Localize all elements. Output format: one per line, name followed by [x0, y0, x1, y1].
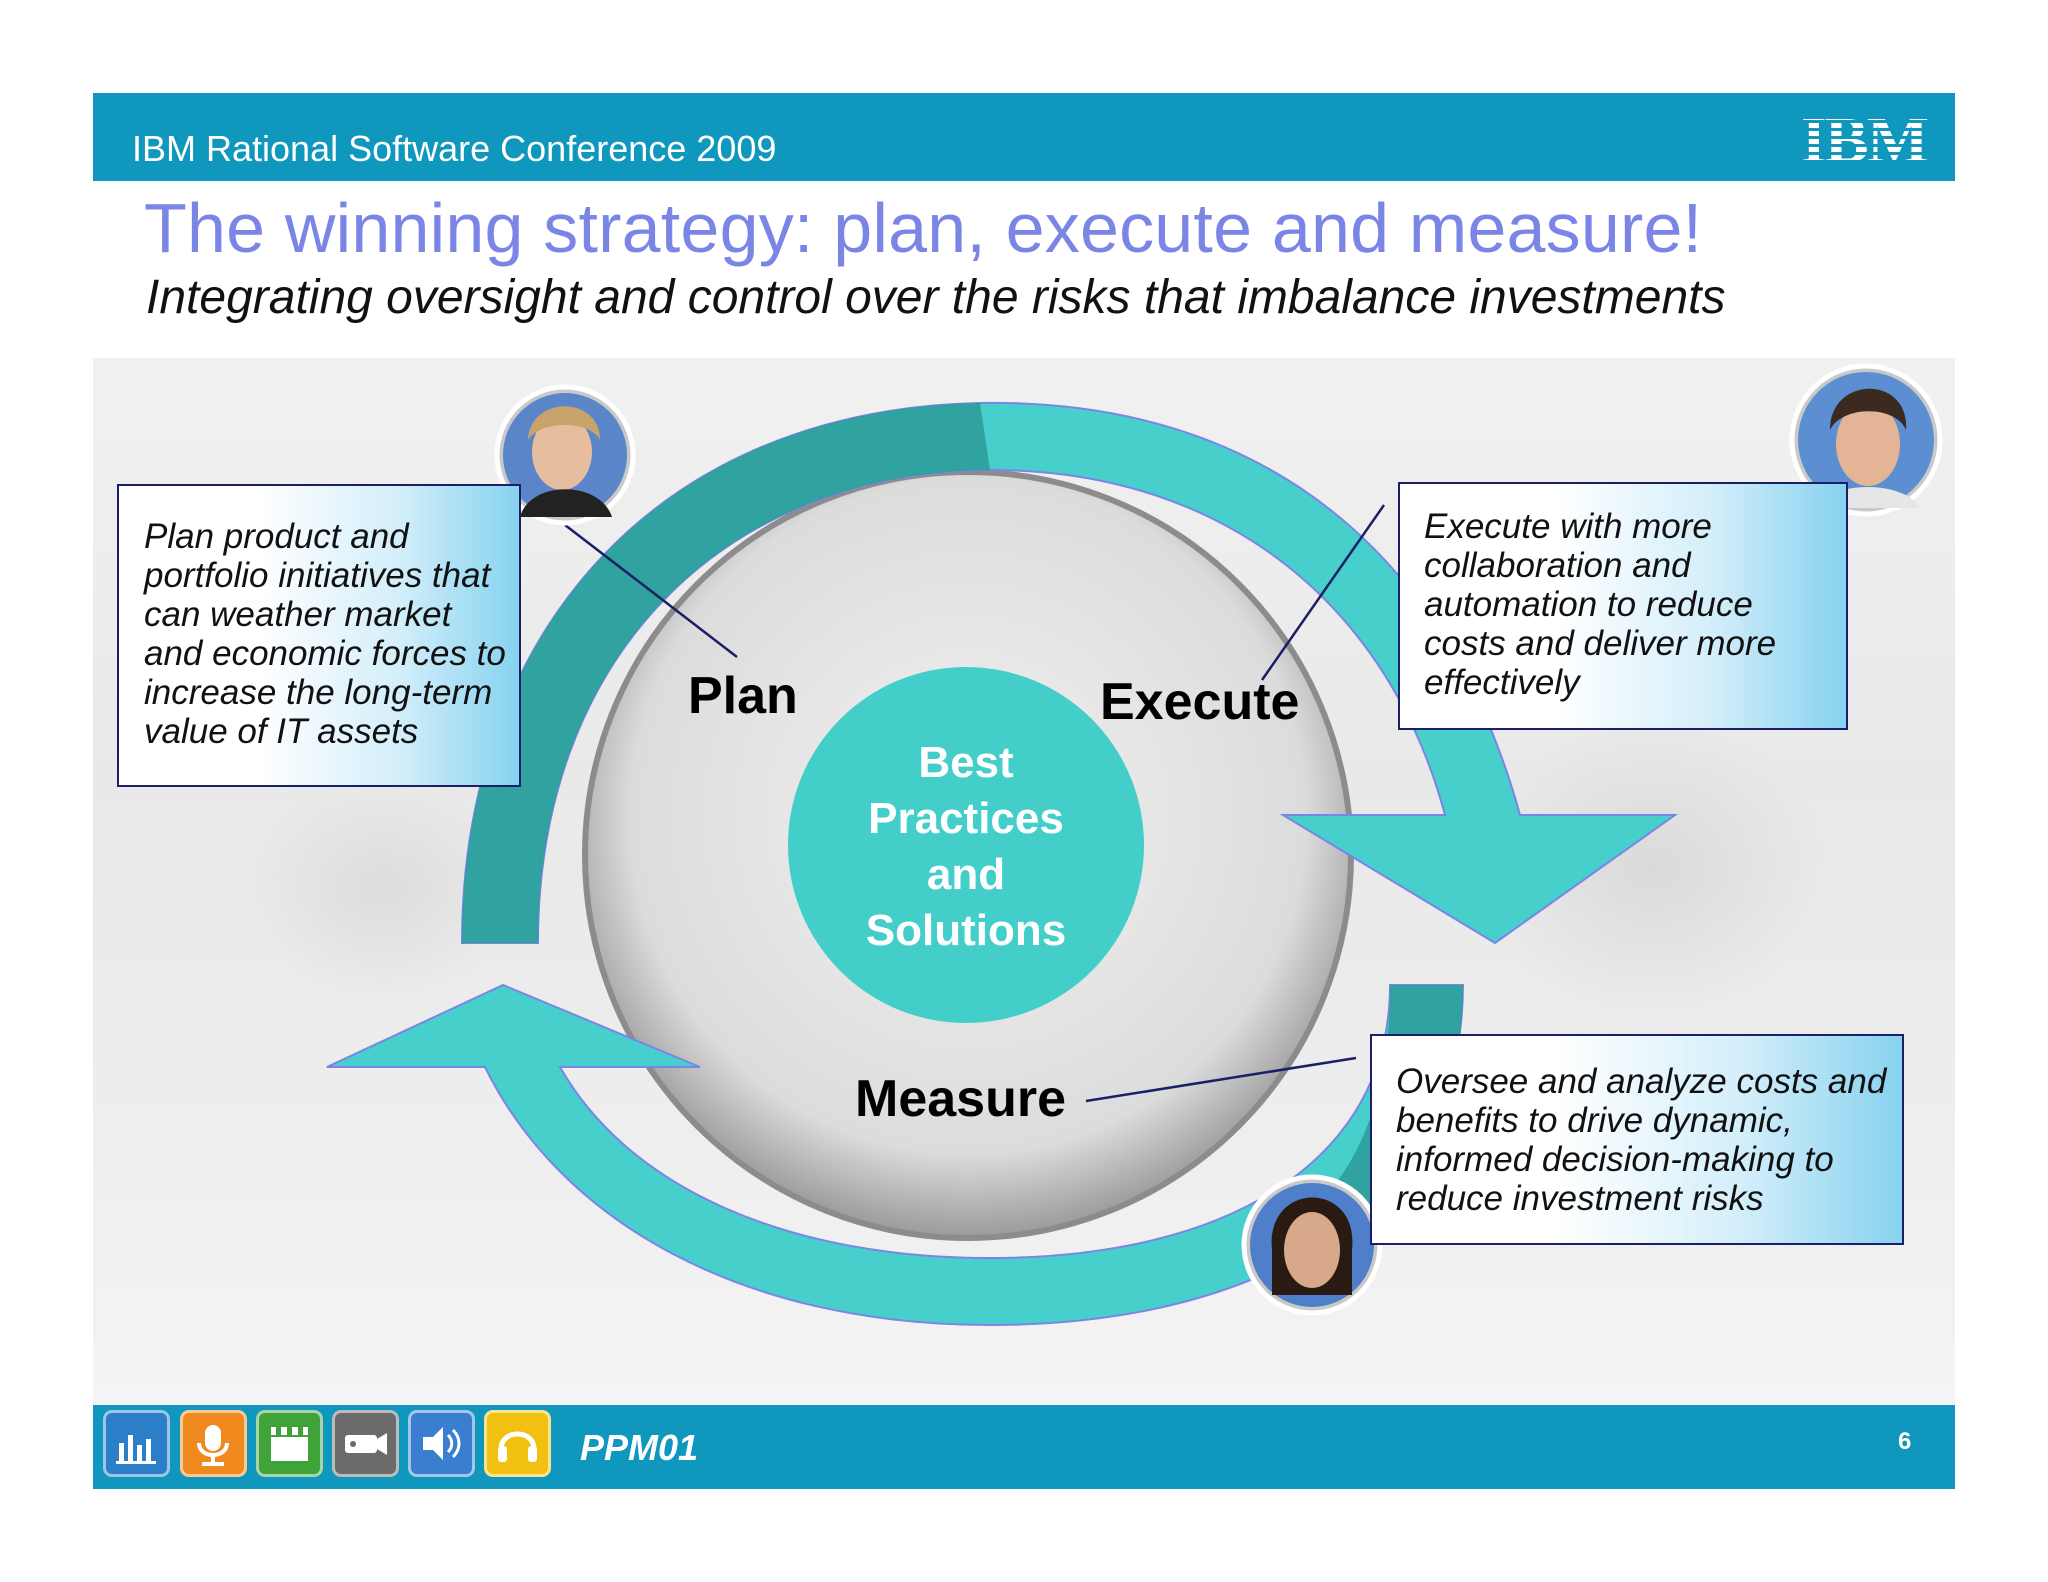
plan-callout-line-5: increase the long-term	[144, 673, 493, 712]
phase-plan: Plan	[688, 667, 798, 725]
center-line-2: Practices	[868, 794, 1064, 843]
center-label: Best Practices and Solutions	[846, 735, 1086, 959]
page-title: The winning strategy: plan, execute and …	[144, 189, 1703, 267]
measure-callout-line-1: Oversee and analyze costs and	[1396, 1062, 1887, 1101]
execute-connector	[1260, 504, 1386, 681]
measure-callout	[1370, 1034, 1904, 1245]
conference-name: IBM Rational Software Conference 2009	[132, 128, 777, 169]
measure-callout-line-4: reduce investment risks	[1396, 1179, 1764, 1218]
chart-icon[interactable]	[103, 1410, 170, 1477]
ibm-logo: IBM	[1801, 107, 1930, 167]
execute-callout-line-2: collaboration and	[1424, 546, 1691, 585]
podcast-icon[interactable]	[180, 1410, 247, 1477]
plan-callout-line-6: value of IT assets	[144, 712, 419, 751]
center-line-4: Solutions	[865, 906, 1067, 955]
execute-callout-line-3: automation to reduce	[1424, 585, 1753, 624]
plan-connector	[564, 524, 738, 658]
center-circle	[788, 667, 1144, 1023]
execute-callout	[1398, 482, 1848, 730]
phase-execute: Execute	[1100, 673, 1300, 731]
phase-measure: Measure	[855, 1070, 1066, 1128]
measure-callout-line-2: benefits to drive dynamic,	[1396, 1101, 1793, 1140]
svg-text:IBM: IBM	[1801, 107, 1928, 167]
plan-callout	[117, 484, 521, 787]
speaker-icon[interactable]	[408, 1410, 475, 1477]
measure-callout-line-3: informed decision-making to	[1396, 1140, 1834, 1179]
execute-callout-line-1: Execute with more	[1424, 507, 1712, 546]
video-clapper-icon[interactable]	[256, 1410, 323, 1477]
execute-callout-line-4: costs and deliver more	[1424, 624, 1777, 663]
page-subtitle: Integrating oversight and control over t…	[146, 271, 1726, 324]
camera-icon[interactable]	[332, 1410, 399, 1477]
cycle-arrow-bottom	[326, 983, 1465, 1327]
plan-callout-line-3: can weather market	[144, 595, 452, 634]
avatar-plan	[494, 384, 636, 526]
avatar-execute	[1789, 363, 1943, 517]
center-line-1: Best	[918, 738, 1014, 787]
header-bar	[93, 93, 1955, 181]
plan-callout-line-1: Plan product and	[144, 517, 409, 556]
execute-callout-line-5: effectively	[1424, 663, 1580, 702]
avatar-measure	[1241, 1174, 1383, 1316]
session-code: PPM01	[580, 1427, 699, 1468]
center-line-3: and	[926, 850, 1006, 899]
page-number: 6	[1898, 1428, 1912, 1455]
plan-callout-line-4: and economic forces to	[144, 634, 506, 673]
measure-connector	[1085, 1056, 1357, 1103]
footer-bar	[93, 1405, 1955, 1489]
cycle-arrow-top-shade	[462, 403, 990, 943]
plan-callout-line-2: portfolio initiatives that	[144, 556, 491, 595]
headphones-icon[interactable]	[484, 1410, 551, 1477]
